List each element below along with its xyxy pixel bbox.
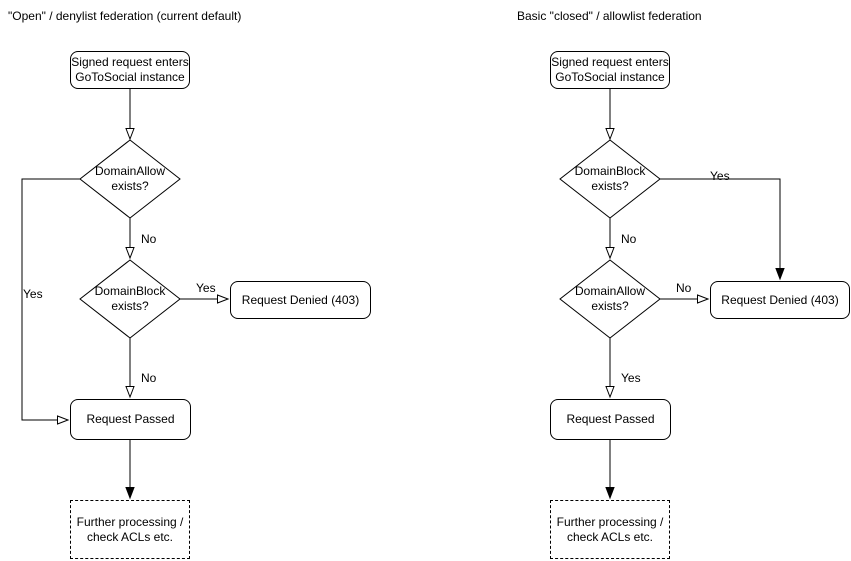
- right-further-node: Further processing / check ACLs etc.: [550, 500, 670, 559]
- left-denied-node: Request Denied (403): [230, 281, 371, 319]
- right-decision1-yes-label: Yes: [710, 169, 730, 183]
- right-decision2-diamond: [559, 259, 661, 339]
- left-start-node: Signed request enters GoToSocial instanc…: [70, 51, 190, 89]
- right-edge-decision1-yes: [660, 178, 785, 281]
- right-passed-node: Request Passed: [550, 399, 671, 440]
- left-edge-decision1-yes: [21, 178, 80, 425]
- left-decision1-yes-label: Yes: [23, 287, 43, 301]
- left-decision2-no-label: No: [141, 371, 157, 385]
- right-decision1-no-label: No: [621, 232, 637, 246]
- right-decision2-no-label: No: [676, 281, 692, 295]
- left-further-node: Further processing / check ACLs etc.: [70, 500, 190, 559]
- left-decision2-diamond: [79, 259, 181, 339]
- left-decision1-no-label: No: [141, 232, 157, 246]
- left-chart-title: "Open" / denylist federation (current de…: [8, 9, 242, 23]
- right-denied-node: Request Denied (403): [710, 281, 850, 319]
- right-decision2-yes-label: Yes: [621, 371, 641, 385]
- right-chart-title: Basic "closed" / allowlist federation: [517, 9, 702, 23]
- right-start-node: Signed request enters GoToSocial instanc…: [550, 51, 670, 89]
- right-decision1-diamond: [559, 139, 661, 219]
- left-passed-node: Request Passed: [70, 399, 191, 440]
- left-decision1-diamond: [79, 139, 181, 219]
- left-decision2-yes-label: Yes: [196, 281, 216, 295]
